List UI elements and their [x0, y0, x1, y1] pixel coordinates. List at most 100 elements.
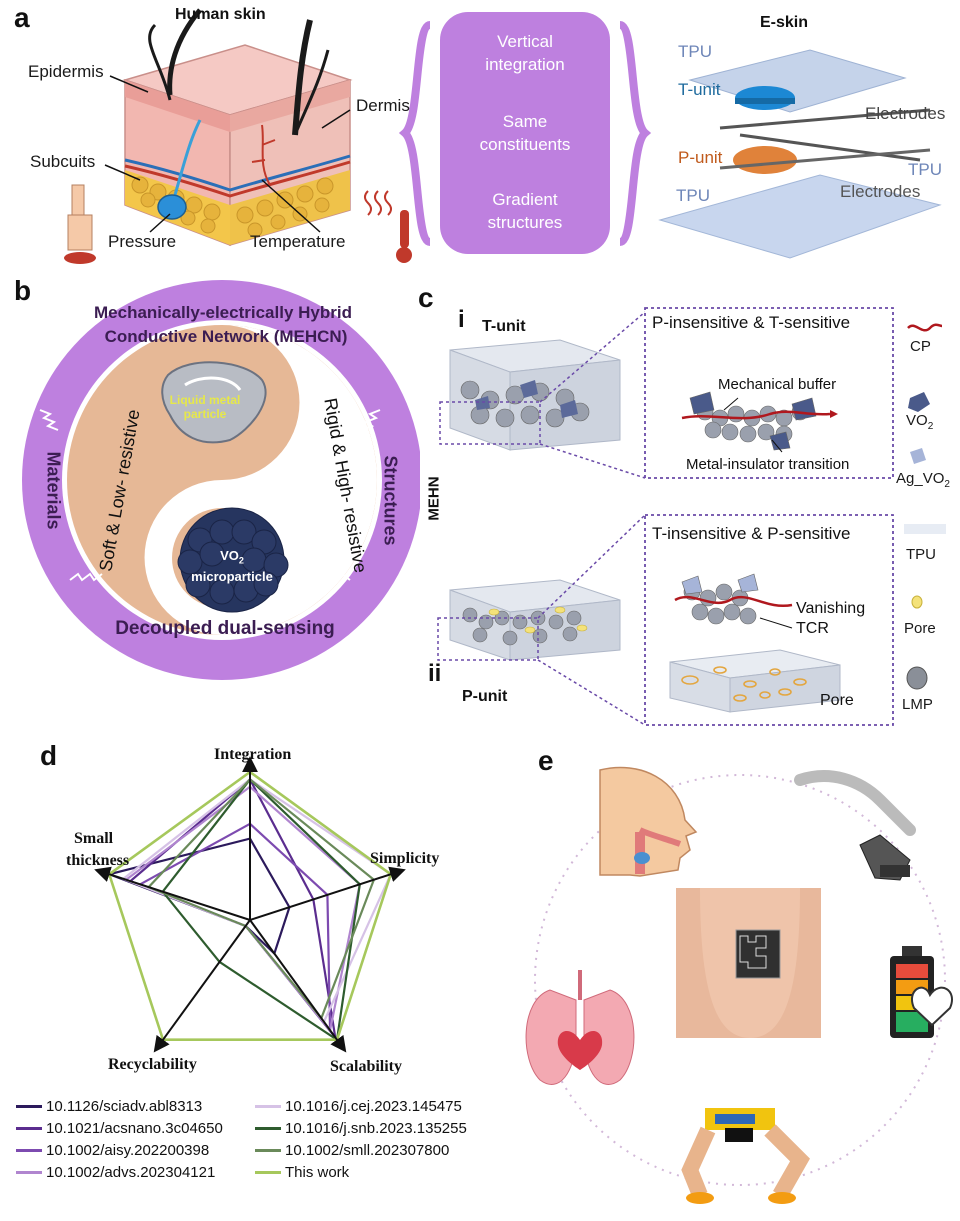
ring-left-text: Materials: [43, 451, 64, 530]
tpu-icon: [904, 524, 946, 534]
eskin-stack: [658, 49, 942, 259]
legend-label-6: 10.1002/smll.202307800: [285, 1142, 450, 1159]
vo2-text: VO: [220, 548, 239, 563]
radar-axis-4: [94, 866, 251, 921]
finger-press-icon: [64, 184, 96, 264]
legend-item-2: 10.1002/aisy.202200398: [16, 1142, 209, 1159]
legend-pore: Pore: [904, 620, 936, 637]
ring-bottom-text: Decoupled dual-sensing: [115, 618, 335, 639]
pore-box-label: Pore: [820, 692, 854, 709]
integration-box-text: Vertical integration Same constituents G…: [440, 30, 610, 234]
legend-item-3: 10.1002/advs.202304121: [16, 1164, 215, 1181]
text-integration: integration: [485, 55, 565, 74]
legend-swatch-4: [255, 1105, 281, 1108]
radar-series-6: [146, 777, 376, 1021]
label-tpu-right: TPU: [908, 160, 942, 179]
text-same: Same: [502, 112, 548, 131]
c-p-unit-label: P-unit: [462, 688, 508, 705]
legend-item-7: This work: [255, 1164, 349, 1181]
mech-buffer-label: Mechanical buffer: [718, 376, 837, 393]
label-subcuits: Subcuits: [30, 152, 96, 171]
robot-hand-icon: [794, 770, 916, 881]
legend-label-7: This work: [285, 1164, 350, 1181]
legend-tpu: TPU: [906, 546, 936, 563]
text-vertical: Vertical: [497, 32, 553, 51]
legend-item-4: 10.1016/j.cej.2023.145475: [255, 1098, 462, 1115]
radar-chart: [94, 756, 406, 1053]
legend-vo2-text: VO: [906, 412, 928, 429]
c-t-unit-label: T-unit: [482, 318, 526, 335]
label-electrodes-top: Electrodes: [865, 104, 946, 123]
p-unit-block: [449, 579, 621, 661]
vo2-subscript: 2: [238, 555, 244, 566]
liquid-metal-label: Liquid metal particle: [160, 393, 250, 421]
legend-label-2: 10.1002/aisy.202200398: [46, 1142, 210, 1159]
legend-agvo2: Ag_VO2: [896, 470, 950, 490]
integration-box: [440, 12, 610, 254]
panel-a-letter: a: [14, 2, 30, 33]
head-profile-icon: [599, 766, 698, 877]
pore-icon: [911, 595, 923, 609]
cp-icon: [907, 323, 943, 332]
axis-thickness: thickness: [66, 852, 130, 869]
panel-c-letter: c: [418, 282, 434, 313]
legend-cp: CP: [910, 338, 931, 355]
legend-label-0: 10.1126/sciadv.abl8313: [46, 1098, 203, 1115]
radar-series-7: [107, 770, 393, 1042]
legend-item-0: 10.1126/sciadv.abl8313: [16, 1098, 202, 1115]
radar-series-4: [121, 778, 393, 1024]
radar-series-2: [137, 822, 332, 1034]
panel-b-diagram: [22, 280, 420, 680]
panel-b-letter: b: [14, 275, 32, 306]
legend-label-3: 10.1002/advs.202304121: [46, 1164, 216, 1181]
legend-label-1: 10.1021/acsnano.3c04650: [46, 1120, 223, 1137]
liquid-metal-line-2: particle: [183, 407, 227, 421]
label-p-unit: P-unit: [678, 148, 723, 167]
legend-lmp: LMP: [902, 696, 933, 713]
legend-swatch-2: [16, 1149, 42, 1152]
t-unit-zoom-box: [644, 307, 894, 479]
zoom2-cluster: [681, 573, 759, 625]
battery-heart-icon: [890, 946, 953, 1038]
legend-agvo2-sub: 2: [944, 479, 950, 490]
legend-item-1: 10.1021/acsnano.3c04650: [16, 1120, 223, 1137]
radar-series-5: [161, 777, 361, 1042]
legend-swatch-5: [255, 1127, 281, 1130]
lunge-legs-icon: [681, 1108, 810, 1204]
ring-top-text-2: Conductive Network (MEHCN): [104, 327, 348, 346]
human-skin-title: Human skin: [175, 6, 266, 23]
text-constituents: constituents: [479, 135, 571, 154]
axis-recyclability: Recyclability: [108, 1056, 197, 1073]
panel-e-letter: e: [538, 745, 554, 776]
vo2-cluster-icon: [177, 507, 289, 613]
legend-swatch-1: [16, 1127, 42, 1130]
legend-item-5: 10.1016/j.snb.2023.135255: [255, 1120, 467, 1137]
lmp-icon: [906, 666, 928, 690]
roman-i: i: [458, 306, 465, 333]
vanishing-label: Vanishing: [796, 600, 866, 617]
label-epidermis: Epidermis: [28, 62, 104, 81]
box1-title: P-insensitive & T-sensitive: [652, 313, 851, 332]
thumb-photo: [676, 888, 821, 1038]
pore-block: [669, 649, 841, 713]
text-gradient: Gradient: [492, 190, 558, 209]
ring-right-text: Structures: [380, 455, 401, 546]
vo2-label: VO2 microparticle: [180, 548, 284, 584]
eskin-title: E-skin: [760, 14, 809, 31]
roman-ii: ii: [428, 660, 442, 687]
legend-vo2-sub: 2: [927, 421, 934, 432]
radar-series-0: [105, 837, 291, 956]
mit-label: Metal-insulator transition: [686, 456, 850, 473]
legend-item-6: 10.1002/smll.202307800: [255, 1142, 449, 1159]
axis-integration: Integration: [214, 746, 292, 763]
radar-axis-2: [249, 919, 347, 1053]
legend-label-4: 10.1016/j.cej.2023.145475: [285, 1098, 462, 1115]
legend-label-5: 10.1016/j.snb.2023.135255: [285, 1120, 467, 1137]
vo2-icon: [908, 392, 930, 412]
label-t-unit: T-unit: [678, 80, 721, 99]
radar-axis-3: [153, 919, 251, 1053]
label-pressure: Pressure: [108, 232, 177, 251]
panel-e-illustration: [525, 766, 953, 1204]
panel-d-letter: d: [40, 740, 58, 771]
axis-simplicity: Simplicity: [370, 850, 440, 867]
